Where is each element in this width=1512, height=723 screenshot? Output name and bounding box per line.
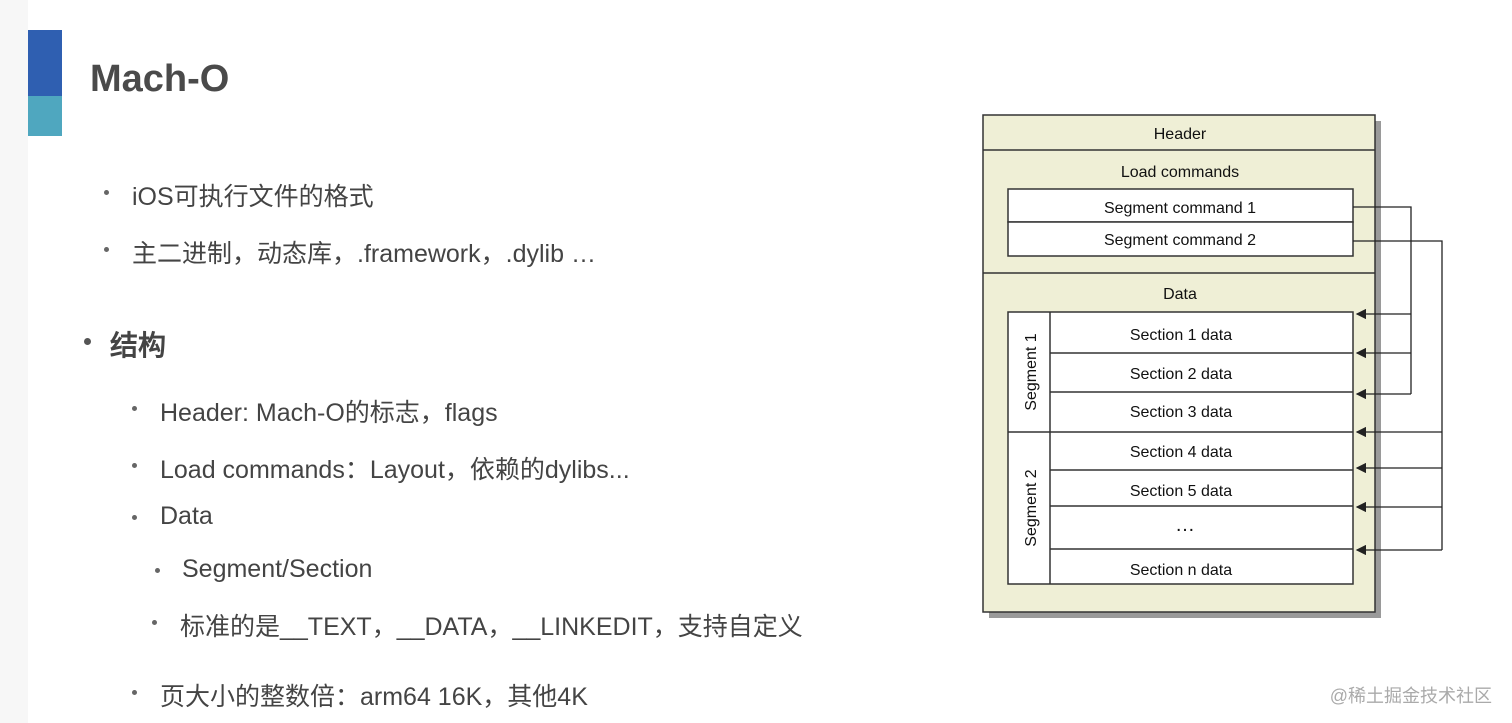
bullet-header: Header: Mach-O的标志，flags bbox=[160, 399, 498, 427]
bullet-dot bbox=[155, 568, 160, 573]
watermark: @稀土掘金技术社区 bbox=[1329, 686, 1492, 706]
bullet-dot bbox=[104, 247, 109, 252]
bullet-structure: 结构 bbox=[110, 330, 167, 361]
bullet-standard-segments: 标准的是__TEXT，__DATA，__LINKEDIT，支持自定义 bbox=[180, 613, 803, 641]
bullet-ios-format: iOS可执行文件的格式 bbox=[132, 183, 374, 211]
bullet-data: Data bbox=[160, 502, 213, 530]
bullet-dot bbox=[132, 515, 137, 520]
accent-bar-bottom bbox=[28, 96, 62, 136]
bullet-dot bbox=[84, 338, 91, 345]
bullet-dot bbox=[132, 406, 137, 411]
bullet-load-commands: Load commands：Layout，依赖的dylibs... bbox=[160, 456, 630, 484]
accent-bar-top bbox=[28, 30, 62, 96]
bullet-dot bbox=[152, 620, 157, 625]
bullet-dot bbox=[132, 463, 137, 468]
bullet-segment-section: Segment/Section bbox=[182, 555, 373, 583]
bullet-page-size: 页大小的整数倍：arm64 16K，其他4K bbox=[160, 683, 588, 711]
slide-title: Mach-O bbox=[90, 58, 230, 100]
bullet-dot bbox=[104, 190, 109, 195]
bullet-binary-types: 主二进制，动态库，.framework，.dylib … bbox=[132, 240, 596, 268]
bullet-dot bbox=[132, 690, 137, 695]
